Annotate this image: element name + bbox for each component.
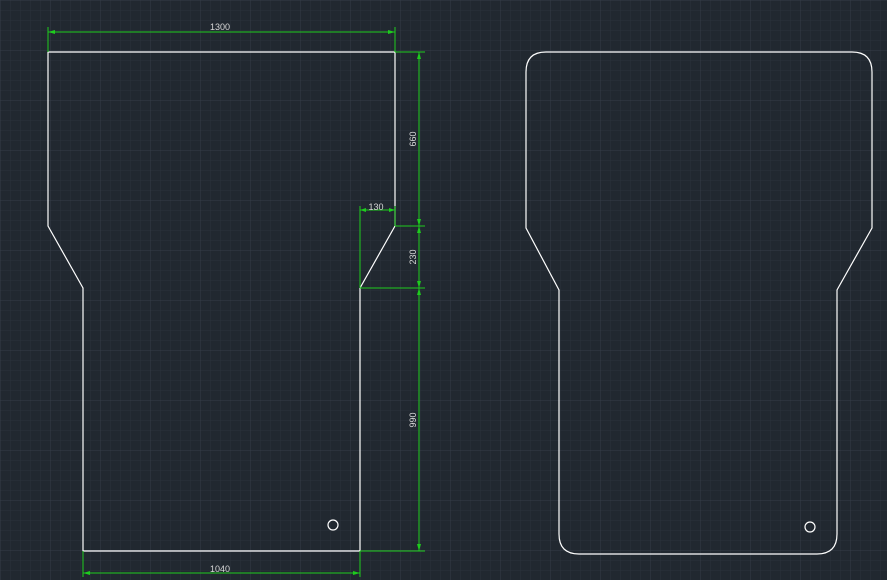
right-part-outline[interactable] <box>525 51 873 555</box>
dimension-label-notch-width: 130 <box>368 202 383 212</box>
dimension-label-taper-height: 230 <box>408 249 418 264</box>
dimension-bottom-width[interactable] <box>82 551 361 577</box>
right-part-mounting-hole[interactable] <box>804 521 816 533</box>
dimension-right-chain[interactable] <box>360 51 425 552</box>
dimension-notch-width[interactable] <box>359 206 396 288</box>
dimension-top-width[interactable] <box>47 27 396 52</box>
left-part-mounting-hole[interactable] <box>327 519 339 531</box>
dimension-label-upper-height: 660 <box>408 131 418 146</box>
dimension-label-top-width: 1300 <box>210 22 230 32</box>
right-part[interactable] <box>525 51 873 555</box>
dimension-label-bottom-width: 1040 <box>210 564 230 574</box>
dimension-label-lower-height: 990 <box>408 412 418 427</box>
